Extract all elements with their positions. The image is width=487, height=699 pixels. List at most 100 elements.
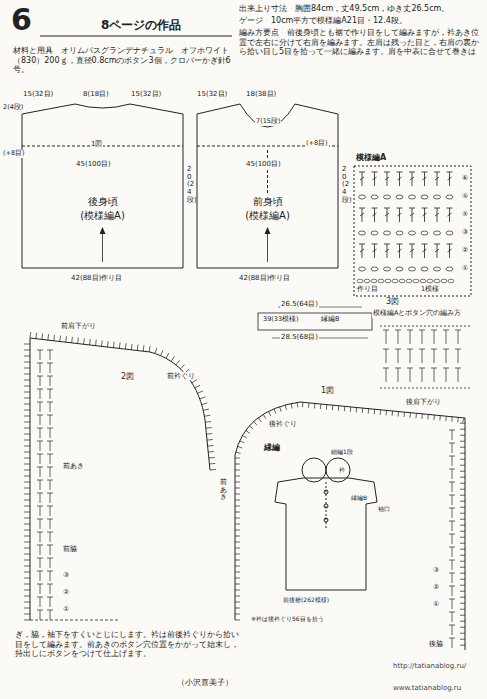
- double-crochet-symbol: [373, 249, 377, 252]
- stitch-mark: [445, 416, 446, 421]
- chain-symbol: [396, 267, 403, 271]
- double-crochet-symbol: [50, 545, 51, 555]
- stitch-mark: [460, 513, 465, 514]
- double-crochet-symbol: [449, 508, 455, 509]
- chain-symbol: [421, 267, 428, 271]
- double-crochet-symbol: [50, 480, 51, 490]
- chain-symbol: [359, 267, 366, 271]
- stitch-mark: [246, 430, 250, 433]
- stitch-mark: [404, 412, 405, 417]
- chain-symbol: [396, 231, 403, 235]
- double-crochet-symbol: [40, 454, 41, 464]
- stitch-mark: [460, 495, 465, 496]
- stitch-mark: [207, 439, 213, 441]
- stitch-mark: [460, 453, 465, 454]
- stitch-mark: [258, 418, 261, 422]
- stitch-mark: [308, 403, 309, 408]
- stitch-mark: [460, 645, 465, 646]
- double-crochet-symbol: [47, 428, 53, 429]
- double-crochet-symbol: [37, 584, 43, 585]
- double-crochet-symbol: [40, 532, 41, 542]
- stitch-mark: [24, 356, 30, 357]
- chain-symbol: [371, 195, 378, 199]
- double-crochet-symbol: [40, 389, 41, 399]
- double-crochet-symbol: [385, 177, 389, 180]
- instruction-text: ゲージ 10cm平方で模様編A21目・12.4段。: [238, 16, 485, 26]
- stitch-mark: [41, 333, 43, 339]
- chart-label: 39(33模様): [262, 316, 300, 324]
- double-crochet-symbol: [431, 368, 437, 369]
- stitch-mark: [204, 415, 210, 416]
- stitch-mark: [24, 392, 30, 393]
- stitch-mark: [460, 465, 465, 466]
- stitch-mark: [460, 609, 465, 610]
- double-crochet-symbol: [449, 456, 455, 457]
- double-crochet-symbol: [50, 454, 51, 464]
- chart-label: ①: [461, 264, 469, 272]
- stitch-mark: [71, 337, 73, 343]
- stitch-mark: [24, 566, 30, 567]
- button-symbol: [324, 490, 328, 494]
- double-crochet-symbol: [47, 610, 53, 611]
- chart-label: 42(88目)作り目: [70, 274, 123, 282]
- stitch-mark: [210, 469, 216, 471]
- stitch-mark: [249, 426, 253, 429]
- chart-label: 縁編B: [320, 316, 340, 324]
- chart-label: 1模様: [420, 286, 440, 294]
- double-crochet-symbol: [435, 177, 439, 180]
- chart-label: 15(32目): [196, 90, 228, 98]
- double-crochet-symbol: [40, 402, 41, 412]
- stitch-mark: [209, 457, 215, 459]
- stitch-mark: [386, 410, 387, 415]
- stitch-mark: [24, 380, 30, 381]
- double-crochet-symbol: [419, 330, 425, 331]
- double-crochet-symbol: [47, 506, 53, 507]
- stitch-mark: [235, 458, 240, 459]
- double-crochet-symbol: [449, 560, 455, 561]
- double-crochet-symbol: [409, 244, 415, 245]
- double-crochet-symbol: [383, 349, 389, 350]
- stitch-mark: [460, 483, 465, 484]
- arrow-head: [265, 227, 271, 234]
- stitch-mark: [24, 542, 30, 543]
- chain-symbol: [359, 195, 366, 199]
- double-crochet-symbol: [422, 208, 428, 209]
- double-crochet-symbol: [452, 469, 453, 479]
- stitch-mark: [280, 407, 282, 412]
- double-crochet-symbol: [410, 177, 414, 180]
- double-crochet-symbol: [397, 172, 403, 173]
- stitch-mark: [137, 345, 139, 351]
- stitch-mark: [95, 340, 97, 346]
- stitch-mark: [235, 512, 240, 513]
- double-crochet-symbol: [47, 597, 53, 598]
- stitch-mark: [460, 531, 465, 532]
- double-crochet-symbol: [37, 350, 43, 351]
- stitch-mark: [235, 548, 240, 549]
- double-crochet-symbol: [50, 584, 51, 594]
- double-crochet-symbol: [452, 521, 453, 531]
- double-crochet-symbol: [447, 172, 453, 173]
- double-crochet-symbol: [37, 454, 43, 455]
- double-crochet-symbol: [449, 430, 455, 431]
- stitch-mark: [380, 410, 381, 415]
- stitch-mark: [24, 416, 30, 417]
- stitch-mark: [235, 602, 240, 603]
- chain-symbol: [384, 231, 391, 235]
- double-crochet-symbol: [398, 249, 402, 252]
- chart-label: 28.5(68目): [280, 333, 319, 341]
- chain-symbol: [434, 231, 441, 235]
- chart-label: ③: [461, 228, 469, 236]
- double-crochet-symbol: [40, 441, 41, 451]
- double-crochet-symbol: [458, 330, 459, 344]
- stitch-mark: [59, 336, 61, 342]
- double-crochet-symbol: [47, 532, 53, 533]
- double-crochet-symbol: [40, 376, 41, 386]
- stitch-mark: [297, 402, 299, 407]
- instruction-text: （小沢喜美子）: [176, 678, 234, 688]
- piece-name: 縁編: [262, 442, 282, 453]
- stitch-mark: [24, 440, 30, 441]
- stitch-mark: [24, 506, 30, 507]
- double-crochet-symbol: [47, 363, 53, 364]
- double-crochet-symbol: [452, 430, 453, 440]
- double-crochet-symbol: [422, 244, 428, 245]
